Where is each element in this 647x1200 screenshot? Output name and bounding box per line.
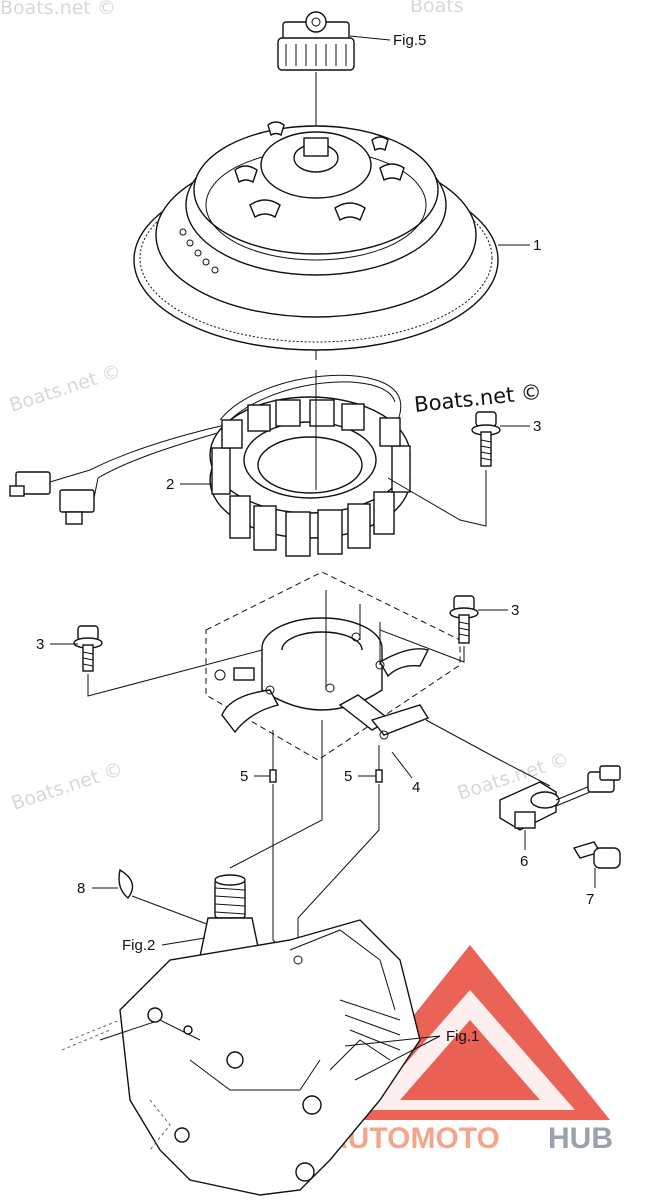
fig2-reference: Fig.2 bbox=[122, 937, 155, 954]
bolt-3-right bbox=[449, 595, 479, 644]
callout-1: 1 bbox=[533, 237, 541, 254]
bolt-path-3-right bbox=[379, 629, 465, 663]
brand-text-hub: HUB bbox=[548, 1122, 613, 1155]
leader-4 bbox=[391, 751, 413, 779]
watermark-left-mid: Boats.net © bbox=[7, 360, 124, 417]
callout-3-upper: 3 bbox=[533, 418, 541, 435]
bolt-3-left bbox=[73, 625, 103, 672]
fig5-reference: Fig.5 bbox=[393, 32, 426, 49]
callout-3-right: 3 bbox=[511, 602, 519, 619]
callout-2: 2 bbox=[166, 476, 174, 493]
callout-5-left: 5 bbox=[240, 768, 248, 785]
key-guide-8 bbox=[131, 895, 213, 927]
bolt-path-3-left bbox=[87, 649, 263, 697]
pulser-coil-6 bbox=[499, 765, 621, 831]
flywheel-assembly bbox=[133, 121, 499, 351]
bolt-path-3-upper bbox=[387, 470, 487, 527]
callout-7: 7 bbox=[586, 891, 594, 908]
center-axis-lower bbox=[229, 720, 323, 869]
bolt-guides-4 bbox=[325, 590, 381, 690]
crankcase-housing bbox=[61, 874, 421, 1196]
watermark-left-low: Boats.net © bbox=[9, 758, 126, 815]
stator-assembly bbox=[9, 374, 411, 557]
leader-fig2 bbox=[161, 937, 206, 946]
flywheel-nut-fig5 bbox=[277, 11, 355, 71]
pin-guides-5 bbox=[272, 730, 380, 963]
fig1-reference: Fig.1 bbox=[446, 1028, 479, 1045]
woodruff-key-8 bbox=[118, 868, 134, 900]
callout-6: 6 bbox=[520, 853, 528, 870]
callout-8: 8 bbox=[77, 880, 85, 897]
watermark-top-right: Boats bbox=[410, 0, 464, 17]
watermark-top: Boats.net © bbox=[0, 0, 116, 19]
automotohub-logo: AUTOMOTO HUB bbox=[326, 945, 613, 1155]
callout-3-left: 3 bbox=[36, 636, 44, 653]
callout-5-right: 5 bbox=[344, 768, 352, 785]
pulser-base-assembly bbox=[205, 571, 461, 761]
pulser-guide bbox=[425, 719, 551, 787]
bolt-3-upper bbox=[471, 411, 501, 467]
callout-4: 4 bbox=[412, 779, 420, 796]
bolt-7 bbox=[572, 841, 621, 869]
leader-fig5 bbox=[349, 35, 391, 41]
leader-fig1 bbox=[344, 1035, 441, 1081]
